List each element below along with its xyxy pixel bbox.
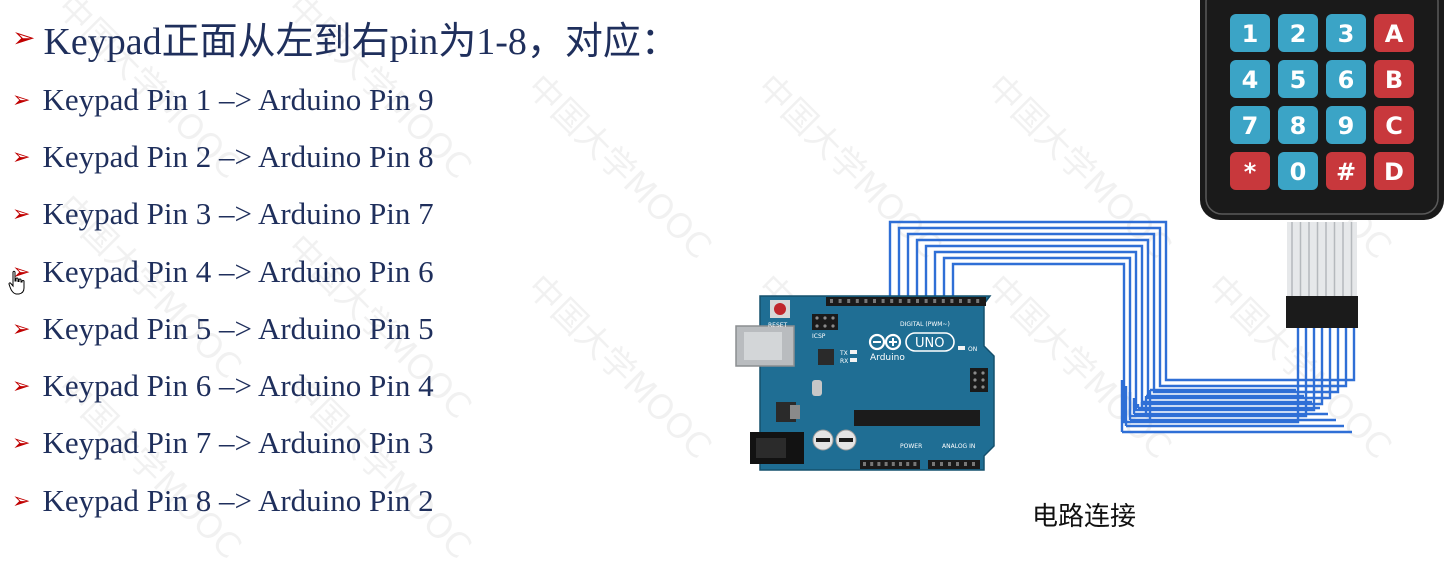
pin-mapping-text: Keypad Pin 2 –> Arduino Pin 8 (42, 138, 434, 174)
keypad-key (1374, 14, 1414, 52)
keypad-ribbon-cable (1286, 222, 1358, 328)
arduino-logo: Arduino (868, 333, 905, 363)
keypad-key-label: C (1385, 112, 1403, 140)
rx-label: RX (840, 358, 848, 365)
wire (897, 226, 1348, 388)
power-header (860, 460, 920, 469)
pin-mapping-text: Keypad Pin 7 –> Arduino Pin 3 (42, 425, 434, 461)
keypad-key-label: D (1384, 158, 1404, 186)
list-item: ➢ Keypad Pin 8 –> Arduino Pin 2 (12, 472, 434, 529)
list-item: ➢ Keypad Pin 6 –> Arduino Pin 4 (12, 357, 434, 414)
circuit-diagram: 1 2 3 A 4 5 6 B 7 8 9 C * 0 # D RESET ICSP DIGITAL (PWM… (735, 0, 1444, 471)
bullet-arrow-icon: ➢ (12, 143, 31, 169)
keypad-key-label: 3 (1338, 20, 1355, 48)
bullet-arrow-icon: ➢ (12, 373, 31, 399)
pin-mapping-text: Keypad Pin 8 –> Arduino Pin 2 (42, 482, 434, 518)
wire (906, 232, 1340, 394)
wire (924, 244, 1324, 406)
keypad-key-label: 0 (1290, 158, 1307, 186)
pin-mapping-text: Keypad Pin 5 –> Arduino Pin 5 (42, 310, 434, 346)
diagram-caption: 电路连接 (1032, 502, 1137, 532)
heading-text: Keypad正面从左到右pin为1-8，对应： (43, 21, 679, 63)
list-item: ➢ Keypad Pin 1 –> Arduino Pin 9 (12, 71, 434, 128)
keypad-key-label: 8 (1290, 112, 1307, 140)
bullet-arrow-icon: ➢ (12, 315, 31, 341)
keypad-key (1278, 106, 1318, 144)
bullet-arrow-icon: ➢ (12, 86, 31, 112)
keypad-key (1230, 152, 1270, 190)
digital-label: DIGITAL (PWM~) (900, 321, 950, 328)
power-label: POWER (900, 443, 922, 450)
keypad-key (1230, 106, 1270, 144)
bullet-arrow-icon: ➢ (12, 201, 31, 227)
list-item: ➢ Keypad Pin 4 –> Arduino Pin 6 (12, 243, 434, 300)
keypad-key (1278, 60, 1318, 98)
arduino-logo-text: Arduino (870, 353, 905, 363)
pin-mapping-text: Keypad Pin 3 –> Arduino Pin 7 (42, 196, 434, 232)
keypad-key (1374, 106, 1414, 144)
bullet-arrow-icon: ➢ (12, 430, 31, 456)
keypad-key-label: 1 (1242, 20, 1259, 48)
digital-header (826, 297, 986, 306)
pin-mapping-text: Keypad Pin 1 –> Arduino Pin 9 (42, 81, 434, 117)
bullet-arrow-icon: ➢ (12, 22, 36, 54)
keypad-key (1326, 106, 1366, 144)
wire (915, 238, 1332, 400)
keypad-key (1278, 14, 1318, 52)
wire (888, 220, 1356, 382)
keypad-key (1230, 14, 1270, 52)
pin-mapping-list: ➢ Keypad Pin 1 –> Arduino Pin 9 ➢ Keypad P… (12, 71, 434, 529)
analog-header (928, 460, 980, 469)
keypad-key-label: 7 (1242, 112, 1259, 140)
keypad-key-label: 9 (1338, 112, 1355, 140)
keypad-key (1374, 152, 1414, 190)
wire (942, 256, 1308, 418)
keypad-key (1326, 152, 1366, 190)
keypad-key (1326, 60, 1366, 98)
pin-mapping-text: Keypad Pin 6 –> Arduino Pin 4 (42, 368, 434, 404)
keypad-key-label: A (1385, 20, 1404, 48)
list-item: ➢ Keypad Pin 3 –> Arduino Pin 7 (12, 186, 434, 243)
arduino-uno-board: RESET ICSP DIGITAL (PWM~) Arduino UNO ON… (735, 295, 995, 471)
keypad-key (1278, 152, 1318, 190)
slide-heading: ➢ Keypad正面从左到右pin为1-8，对应： (12, 10, 679, 65)
bullet-arrow-icon: ➢ (12, 487, 31, 513)
uno-badge (905, 332, 955, 352)
pin-mapping-text: Keypad Pin 4 –> Arduino Pin 6 (42, 253, 434, 289)
tx-label: TX (839, 350, 848, 357)
keypad-key-label: 2 (1290, 20, 1307, 48)
keypad-module: 1 2 3 A 4 5 6 B 7 8 9 C * 0 # D (1200, 0, 1444, 220)
keypad-key (1374, 60, 1414, 98)
uno-badge-text: UNO (915, 336, 944, 351)
analog-label: ANALOG IN (942, 443, 975, 450)
list-item: ➢ Keypad Pin 2 –> Arduino Pin 8 (12, 128, 434, 185)
keypad-key-label: 6 (1338, 66, 1355, 94)
on-led-label: ON (968, 346, 977, 353)
list-item: ➢ Keypad Pin 7 –> Arduino Pin 3 (12, 415, 434, 472)
keypad-key-label: 4 (1242, 66, 1259, 94)
list-item: ➢ Keypad Pin 5 –> Arduino Pin 5 (12, 300, 434, 357)
reset-label: RESET (768, 322, 788, 329)
atmega-chip (854, 410, 980, 426)
keypad-key (1326, 14, 1366, 52)
keypad-key-label: * (1244, 158, 1257, 186)
keypad-key-label: # (1336, 158, 1356, 186)
wire (933, 250, 1316, 412)
keypad-key-label: 5 (1290, 66, 1307, 94)
keypad-key (1230, 60, 1270, 98)
icsp-label: ICSP (812, 333, 826, 340)
wire-bundle (888, 220, 1356, 434)
hand-pointer-icon (8, 270, 25, 295)
wire (951, 262, 1300, 424)
keypad-key-label: B (1385, 66, 1403, 94)
bullet-arrow-icon: ➢ (12, 258, 31, 284)
